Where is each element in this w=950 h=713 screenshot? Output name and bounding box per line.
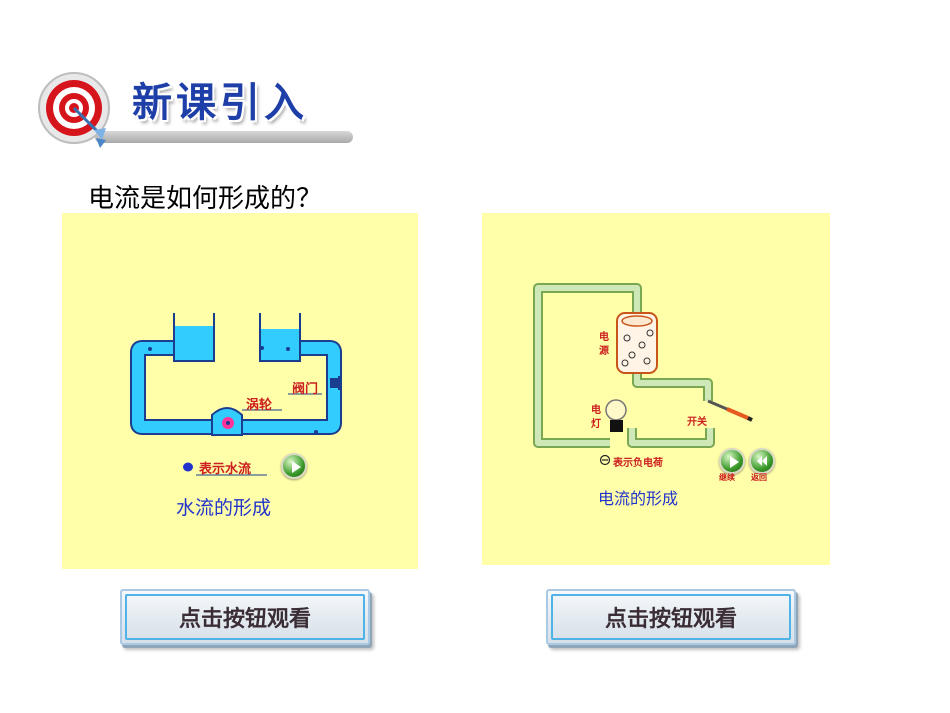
section-title: 新课引入 <box>132 80 308 126</box>
source-label-2: 源 <box>599 346 609 357</box>
water-flow-animation-panel: 涡轮 阀门 表示水流 水流的形成 <box>62 213 418 569</box>
water-circuit-diagram <box>130 313 342 476</box>
watch-electric-animation-button[interactable]: 点击按钮观看 <box>546 589 796 645</box>
switch-label: 开关 <box>687 417 707 428</box>
watch-water-animation-button[interactable]: 点击按钮观看 <box>120 589 370 645</box>
question-text: 电流是如何形成的？ <box>88 184 323 214</box>
source-label-1: 电 <box>599 332 609 343</box>
continue-label: 继续 <box>719 472 735 482</box>
watch-button-label: 点击按钮观看 <box>604 607 737 632</box>
valve-label: 阀门 <box>292 382 319 397</box>
target-dart-icon <box>38 72 110 148</box>
rewind-icon <box>757 456 767 466</box>
water-legend-text: 表示水流 <box>199 462 252 477</box>
electric-circuit-diagram <box>533 283 753 466</box>
turbine-label: 涡轮 <box>246 398 273 413</box>
electric-current-animation-panel: 电 源 电 灯 开关 表示负电荷 继续 返回 电流的形成 <box>482 213 830 565</box>
electric-return-button[interactable] <box>749 448 775 474</box>
title-underline-bar <box>95 131 353 143</box>
electric-caption: 电流的形成 <box>598 489 679 508</box>
watch-button-label: 点击按钮观看 <box>178 607 311 632</box>
water-caption: 水流的形成 <box>176 497 272 519</box>
return-label: 返回 <box>751 472 767 482</box>
electric-continue-button[interactable] <box>719 448 745 474</box>
lamp-label-2: 灯 <box>591 419 601 430</box>
lamp-label-1: 电 <box>591 405 601 416</box>
water-play-button[interactable] <box>281 453 307 479</box>
charge-legend-text: 表示负电荷 <box>613 458 663 469</box>
